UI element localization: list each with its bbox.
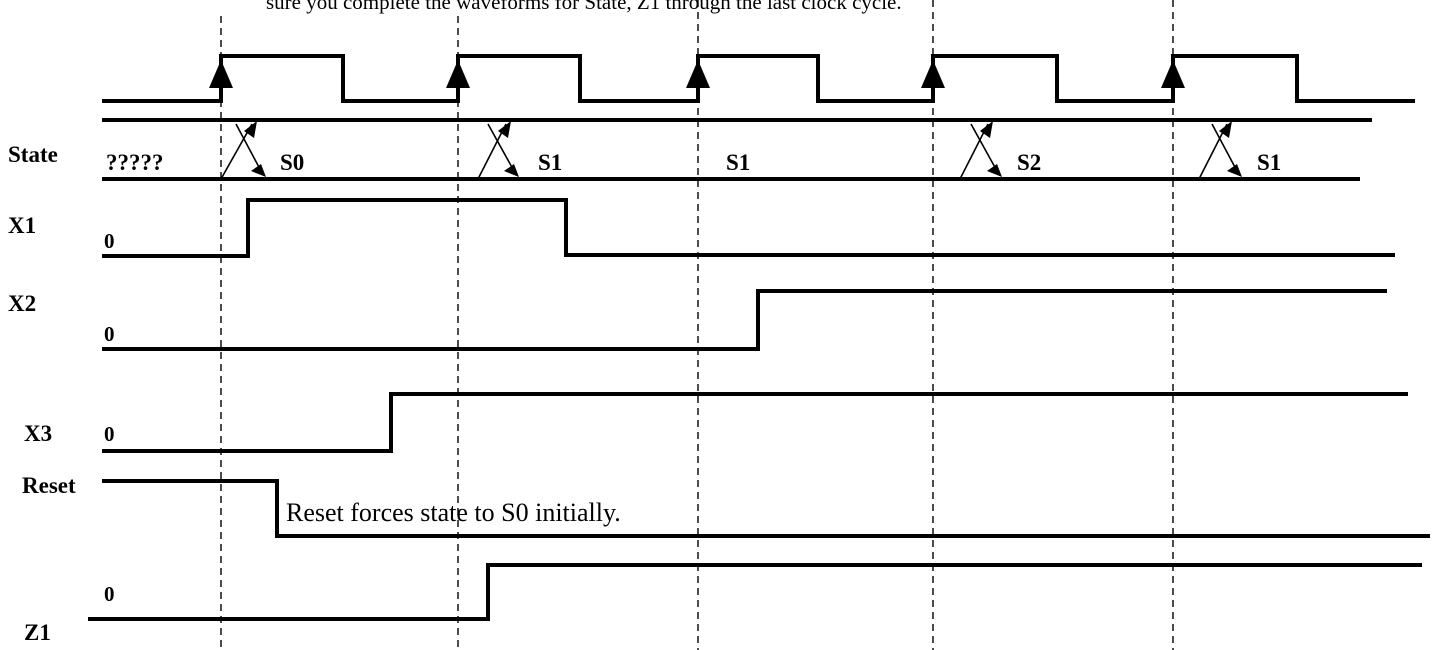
x1-waveform	[102, 198, 1395, 258]
state-transition-1	[220, 121, 266, 180]
rising-edge-arrow-4	[921, 60, 945, 88]
state-value-3: S1	[726, 150, 750, 175]
rising-edge-arrow-1	[209, 60, 233, 88]
state-value-2: S1	[538, 150, 562, 175]
x2-label: X2	[8, 291, 36, 316]
rising-edge-arrow-5	[1161, 60, 1185, 88]
state-transition-3	[959, 121, 1002, 180]
clock-waveform	[102, 54, 1415, 103]
state-value-unknown: ?????	[106, 150, 164, 175]
state-bus	[102, 118, 1372, 181]
state-transition-4	[1198, 121, 1242, 180]
state-transition-2	[477, 121, 519, 180]
x1-initial-value: 0	[104, 229, 115, 253]
clock-rising-edge-arrows	[209, 60, 1185, 88]
x2-initial-value: 0	[104, 322, 115, 346]
rising-edge-arrow-2	[446, 60, 470, 88]
state-value-4: S2	[1017, 150, 1041, 175]
x2-waveform	[102, 289, 1387, 351]
x3-label: X3	[24, 421, 52, 446]
state-transition-markers	[220, 121, 1242, 180]
z1-initial-value: 0	[104, 582, 115, 606]
reset-note: Reset forces state to S0 initially.	[286, 498, 621, 527]
x3-waveform	[102, 392, 1408, 453]
z1-label: Z1	[24, 620, 51, 645]
x1-label: X1	[8, 213, 36, 238]
reset-waveform	[102, 479, 1430, 538]
state-value-5: S1	[1257, 150, 1281, 175]
reset-label: Reset	[22, 473, 76, 498]
rising-edge-arrow-3	[686, 60, 710, 88]
state-value-1: S0	[280, 150, 304, 175]
instruction-text: sure you complete the waveforms for Stat…	[266, 0, 902, 14]
x3-initial-value: 0	[104, 422, 115, 446]
state-label: State	[8, 142, 58, 167]
clock-edge-guides	[220, 0, 1174, 650]
z1-waveform	[88, 563, 1422, 621]
